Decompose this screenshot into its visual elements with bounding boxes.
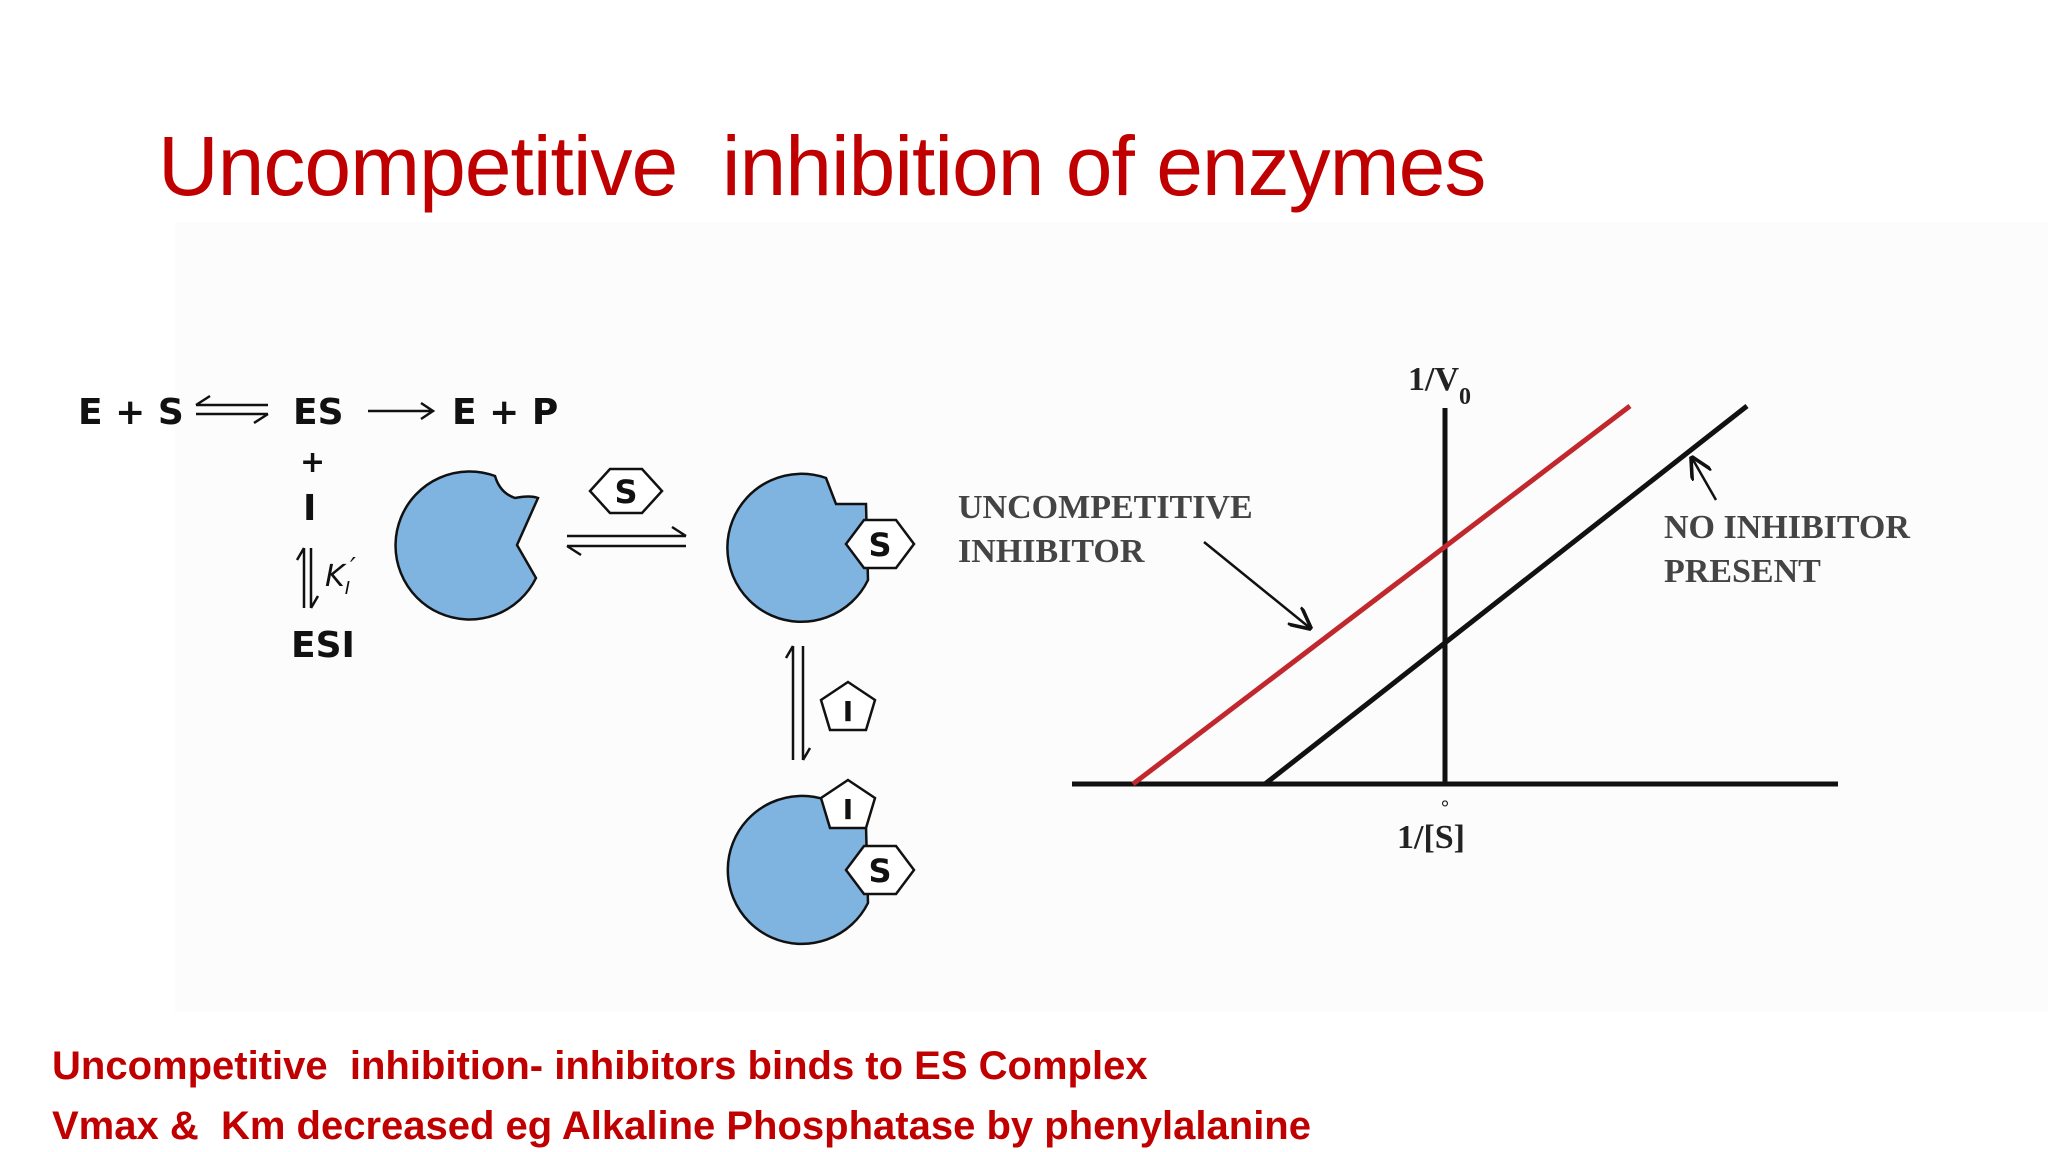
reaction-scheme: E + S ES E + P + I KI′ ESI — [78, 392, 558, 666]
control-label-line1: NO INHIBITOR — [1664, 509, 1910, 546]
y-axis-label: 1/V0 — [1408, 361, 1471, 410]
bound-substrate-token — [844, 518, 916, 570]
free-enzyme-shape — [394, 470, 540, 621]
inhibitor-label: I — [303, 488, 316, 529]
plus-sign: + — [300, 445, 325, 480]
free-inhibitor-label: I — [843, 695, 853, 728]
caption-line-1: Uncompetitive inhibition- inhibitors bin… — [52, 1044, 1148, 1088]
inhibitor-binding-arrows — [784, 645, 812, 761]
inhibitor-label-line2: INHIBITOR — [958, 533, 1145, 570]
uncompetitive-inhibitor-line — [1131, 404, 1632, 786]
lineweaver-burk-plot: 1/V0 ° 1/[S] UNCOMPETITIVE INHIBITOR NO … — [958, 361, 1910, 856]
esi-enzyme-shape — [726, 794, 870, 946]
no-inhibitor-line — [1263, 404, 1749, 786]
constant-symbol: K — [325, 559, 347, 594]
free-substrate-label: S — [614, 473, 637, 511]
esi-substrate-label: S — [868, 852, 891, 890]
bound-inhibitor-label: I — [843, 793, 853, 826]
binding-equilibrium-arrows — [566, 525, 687, 557]
free-substrate-token — [588, 467, 664, 515]
y-axis-label-sub: 0 — [1459, 384, 1471, 410]
slide-title: Uncompetitive inhibition of enzymes — [158, 119, 1486, 213]
control-pointer-arrow — [1692, 458, 1718, 501]
bound-substrate-label: S — [868, 526, 891, 564]
x-axis-degree-mark: ° — [1441, 797, 1449, 819]
esi-substrate-token — [844, 844, 916, 896]
dissociation-constant: KI′ — [325, 553, 356, 599]
caption-line-2: Vmax & Km decreased eg Alkaline Phosphat… — [52, 1104, 1311, 1148]
products-label: E + P — [452, 392, 558, 433]
bound-inhibitor-token — [819, 778, 877, 830]
esi-complex-label: ESI — [291, 625, 355, 666]
es-enzyme-shape — [726, 472, 870, 624]
x-axis-label: 1/[S] — [1397, 819, 1465, 856]
inhibitor-pointer-arrow — [1203, 541, 1310, 628]
es-complex-label: ES — [293, 392, 344, 433]
binding-diagram: S S I I S — [394, 467, 916, 946]
inhibitor-label-line1: UNCOMPETITIVE — [958, 489, 1253, 526]
constant-subscript: I — [345, 578, 350, 599]
forward-arrow — [368, 401, 436, 421]
free-inhibitor-token — [819, 680, 877, 732]
equilibrium-arrows — [195, 394, 269, 425]
y-axis-label-main: 1/V — [1408, 361, 1459, 398]
control-label-line2: PRESENT — [1664, 553, 1821, 590]
constant-prime: ′ — [350, 553, 356, 583]
vertical-equilibrium-arrows — [295, 547, 320, 609]
reactants-label: E + S — [78, 392, 184, 433]
